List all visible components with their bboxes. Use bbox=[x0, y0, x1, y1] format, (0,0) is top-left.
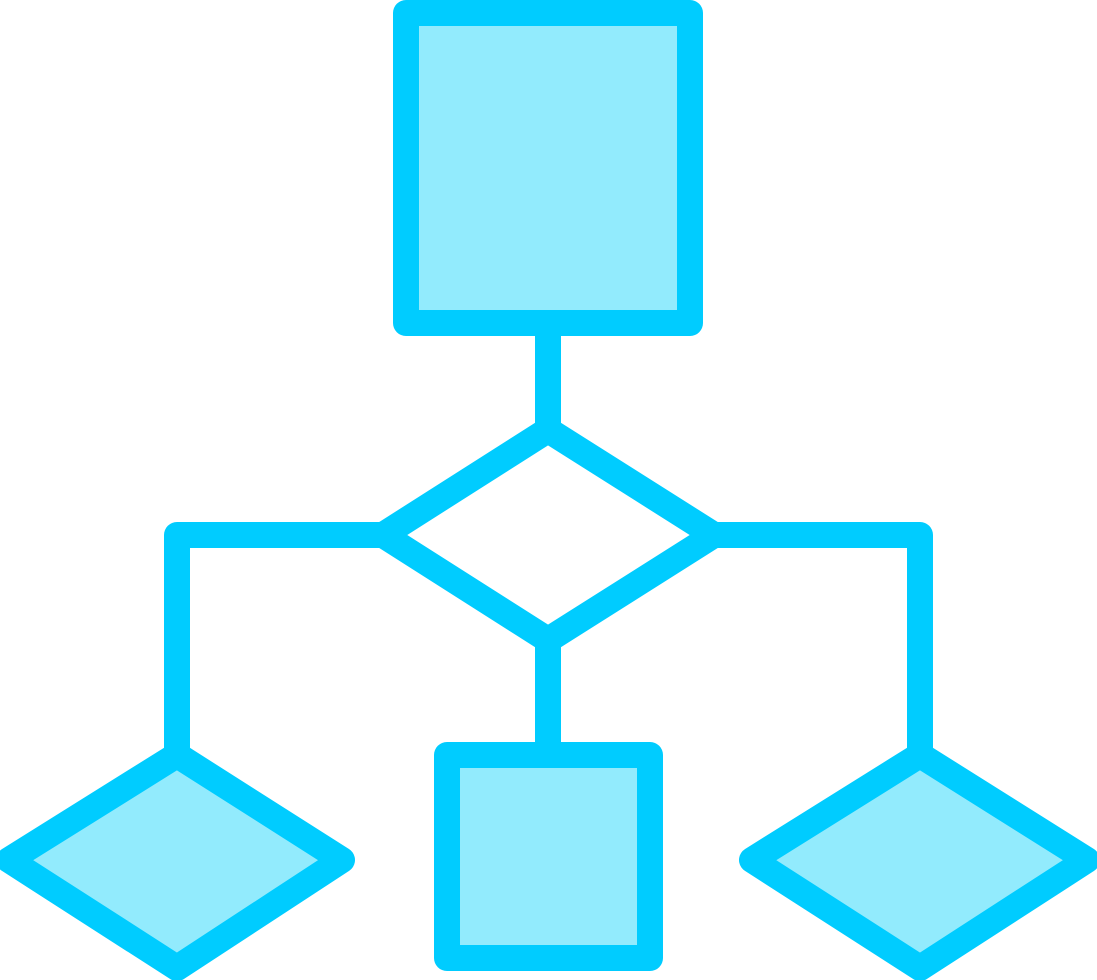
connector-decision-to-right bbox=[716, 522, 933, 755]
top-process-box bbox=[393, 0, 703, 336]
bottom-process-box bbox=[434, 742, 663, 971]
left-decision-diamond bbox=[0, 742, 355, 980]
decision-diamond bbox=[370, 417, 727, 653]
connector-decision-to-left bbox=[164, 522, 383, 755]
right-decision-diamond bbox=[739, 742, 1097, 980]
